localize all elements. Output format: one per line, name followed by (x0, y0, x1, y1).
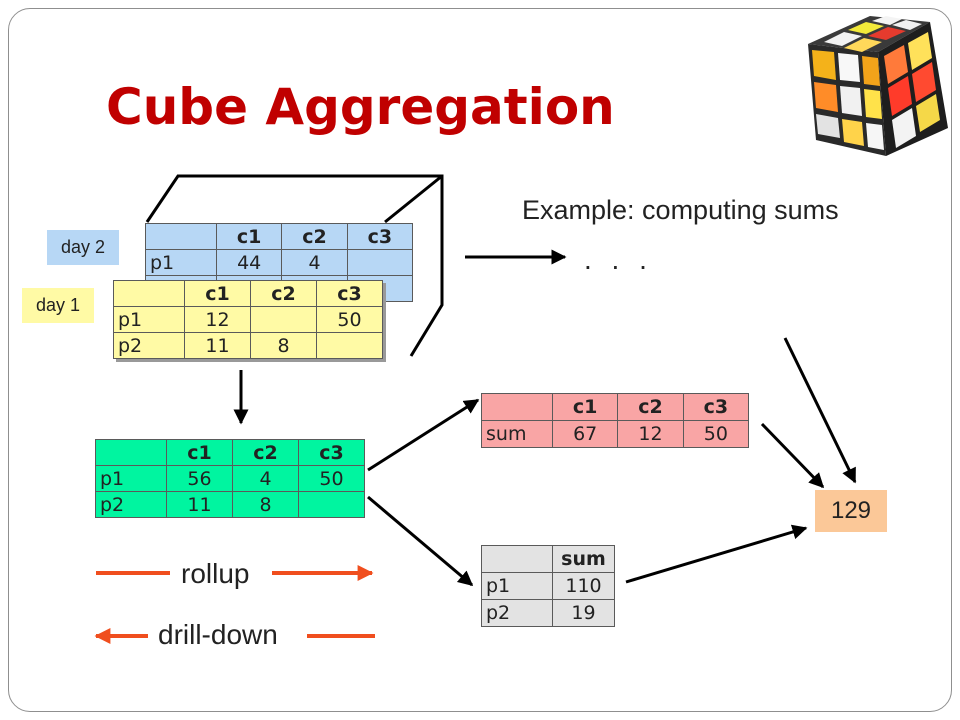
arrow-aggregate-to-column-sums (367, 398, 480, 472)
table-row: p1 44 4 (145, 249, 414, 276)
header-cell: c1 (184, 280, 251, 307)
header-cell: c2 (232, 439, 299, 466)
cube-right-face (884, 32, 940, 148)
arrow-row-sums-to-total (625, 524, 808, 584)
table-cell (298, 491, 365, 518)
table-header-row: sum (481, 545, 615, 573)
arrow-aggregate-to-row-sums (367, 495, 474, 587)
row-label: sum (481, 420, 553, 448)
table-cell: 11 (184, 332, 251, 359)
total-value: 129 (815, 490, 887, 532)
header-cell: c1 (551, 393, 619, 421)
table-cell: 4 (232, 465, 299, 492)
row-label: p2 (95, 491, 167, 518)
row-label: p1 (113, 306, 185, 333)
table-cell: 8 (250, 332, 317, 359)
header-cell (113, 280, 185, 307)
table-cell: 8 (232, 491, 299, 518)
day1-label: day 1 (22, 288, 94, 323)
rubiks-cube-icon (808, 16, 948, 156)
table-row: sum 67 12 50 (481, 420, 750, 448)
header-cell (481, 545, 553, 573)
cube-left-face (812, 50, 884, 150)
drill-down-label: drill-down (158, 619, 278, 650)
header-cell: c3 (682, 393, 750, 421)
slide-title: Cube Aggregation (106, 78, 615, 136)
table-cell: 19 (552, 599, 615, 627)
table-cell: 50 (298, 465, 365, 492)
cube-top-face (824, 16, 922, 52)
table-row: p2 11 8 (113, 332, 383, 359)
header-cell (145, 223, 217, 250)
arrow-column-sums-to-total (760, 422, 825, 489)
aggregate-table: c1 c2 c3 p1 56 4 50 p2 11 8 (95, 439, 365, 518)
row-label: p2 (481, 599, 553, 627)
table-cell: 67 (551, 420, 619, 448)
row-label: p2 (113, 332, 185, 359)
table-row: p1 56 4 50 (95, 465, 365, 492)
table-header-row: c1 c2 c3 (481, 393, 750, 421)
day2-label: day 2 (47, 230, 119, 265)
table-header-row: c1 c2 c3 (95, 439, 365, 466)
ellipsis: . . . (584, 244, 653, 275)
table-cell: 4 (281, 249, 348, 276)
header-cell: c1 (166, 439, 233, 466)
row-sums-table: sum p1 110 p2 19 (481, 545, 615, 627)
arrow-more-to-total (783, 337, 857, 484)
header-cell: sum (552, 545, 615, 573)
table-row: p2 11 8 (95, 491, 365, 518)
table-row: p2 19 (481, 599, 615, 627)
table-cell (250, 306, 317, 333)
row-label: p1 (95, 465, 167, 492)
table-cell (346, 249, 414, 276)
header-cell: c2 (281, 223, 348, 250)
header-cell: c1 (215, 223, 283, 250)
day1-table: c1 c2 c3 p1 12 50 p2 11 8 (113, 280, 383, 359)
example-label: Example: computing sums (522, 195, 839, 225)
rollup-label: rollup (181, 558, 250, 589)
table-cell: 50 (682, 420, 750, 448)
table-cell: 110 (552, 572, 615, 600)
table-cell (316, 332, 383, 359)
column-sums-table: c1 c2 c3 sum 67 12 50 (481, 393, 750, 448)
table-header-row: c1 c2 c3 (145, 223, 414, 250)
